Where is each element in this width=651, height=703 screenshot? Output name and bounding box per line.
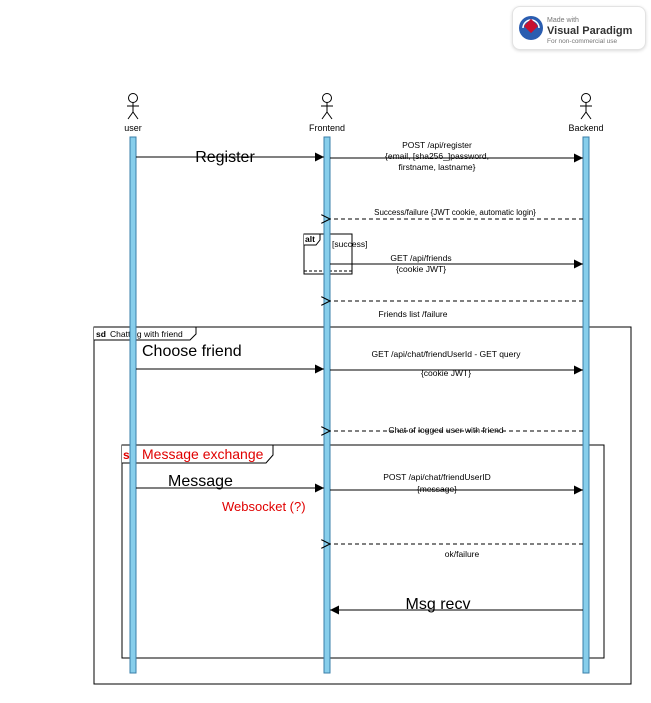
message-get-friends-line2: {cookie JWT} bbox=[396, 264, 446, 274]
lifeline-user bbox=[129, 136, 137, 674]
return-friends-list-label: Friends list /failure bbox=[379, 309, 448, 319]
fragment-chatting-title: Chatting with friend bbox=[110, 329, 183, 339]
fragment-exchange-title: Message exchange bbox=[142, 446, 264, 462]
fragment-alt-keyword: alt bbox=[305, 234, 315, 244]
message-post-chat-line1: POST /api/chat/friendUserID bbox=[383, 472, 491, 482]
message-message: Message Websocket (?) bbox=[136, 473, 324, 514]
message-msg-recv-label: Msg recv bbox=[406, 596, 471, 613]
message-choose-friend-label: Choose friend bbox=[142, 343, 242, 360]
message-post-register-line1: POST /api/register bbox=[402, 140, 472, 150]
message-register: Register bbox=[136, 149, 324, 166]
message-register-label: Register bbox=[195, 149, 255, 166]
actor-user: user bbox=[124, 93, 142, 133]
message-post-register-line2: {email, [sha256_]password, bbox=[385, 151, 489, 161]
return-friends-list: Friends list /failure bbox=[330, 301, 583, 319]
actor-user-label: user bbox=[124, 123, 142, 133]
fragment-chatting-with-friend: sd Chatting with friend bbox=[93, 326, 632, 685]
message-post-chat: POST /api/chat/friendUserID {message} bbox=[330, 472, 583, 495]
stick-figure-icon bbox=[580, 93, 592, 120]
message-post-register-line3: firstname, lastname} bbox=[398, 162, 475, 172]
fragment-alt-guard: [success] bbox=[332, 239, 367, 249]
message-get-friends-line1: GET /api/friends bbox=[390, 253, 451, 263]
return-success-failure-label: Success/failure {JWT cookie, automatic l… bbox=[374, 208, 536, 217]
return-ok-failure-label: ok/failure bbox=[445, 549, 480, 559]
watermark-brand: Visual Paradigm bbox=[547, 25, 633, 37]
visual-paradigm-logo: Made with Visual Paradigm For non-commer… bbox=[519, 16, 633, 45]
message-get-chat: GET /api/chat/friendUserId - GET query {… bbox=[330, 349, 583, 378]
message-msg-recv: Msg recv bbox=[330, 596, 583, 615]
return-ok-failure: ok/failure bbox=[330, 544, 583, 559]
message-choose-friend: Choose friend bbox=[136, 343, 324, 374]
websocket-note: Websocket (?) bbox=[222, 499, 306, 514]
fragment-chatting-keyword: sd bbox=[96, 329, 106, 339]
return-chat-of-user: Chat of logged user with friend bbox=[330, 425, 583, 435]
actor-frontend-label: Frontend bbox=[309, 123, 345, 133]
message-message-label: Message bbox=[168, 473, 233, 490]
watermark-made-with: Made with bbox=[547, 17, 579, 24]
fragment-alt-success: alt [success] bbox=[303, 233, 367, 275]
lifeline-frontend bbox=[323, 136, 331, 674]
stick-figure-icon bbox=[127, 93, 139, 120]
actor-backend: Backend bbox=[568, 93, 604, 133]
message-post-register: POST /api/register {email, [sha256_]pass… bbox=[330, 140, 583, 172]
return-chat-of-user-label: Chat of logged user with friend bbox=[388, 425, 504, 435]
message-get-chat-line1: GET /api/chat/friendUserId - GET query bbox=[372, 349, 522, 359]
fragment-message-exchange: sd Message exchange bbox=[121, 444, 605, 659]
visual-paradigm-watermark: Made with Visual Paradigm For non-commer… bbox=[512, 6, 646, 50]
lifeline-backend bbox=[582, 136, 590, 674]
stick-figure-icon bbox=[321, 93, 333, 120]
message-get-chat-line2: {cookie JWT} bbox=[421, 368, 471, 378]
actor-frontend: Frontend bbox=[309, 93, 345, 133]
actor-backend-label: Backend bbox=[568, 123, 603, 133]
watermark-tagline: For non-commercial use bbox=[547, 38, 617, 45]
return-success-failure: Success/failure {JWT cookie, automatic l… bbox=[330, 208, 583, 219]
message-get-friends: GET /api/friends {cookie JWT} bbox=[330, 253, 583, 274]
message-post-chat-line2: {message} bbox=[417, 484, 457, 494]
